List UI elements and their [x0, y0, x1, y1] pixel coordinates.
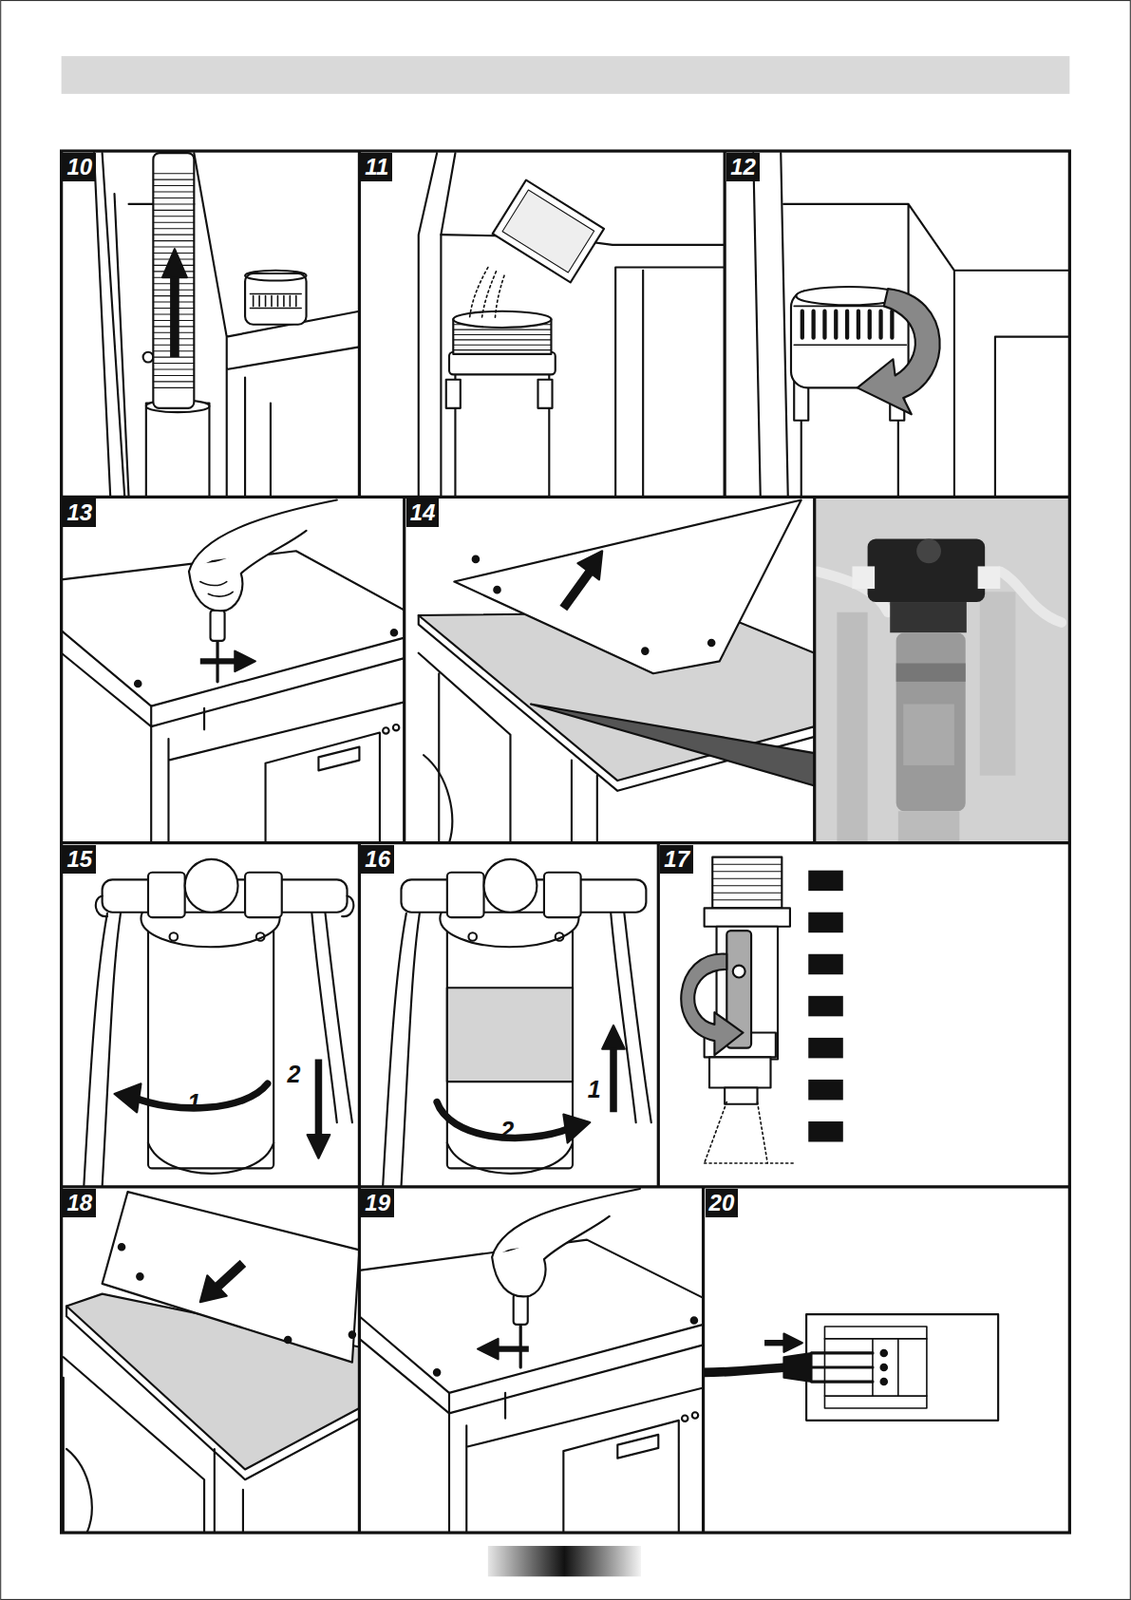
panel-frame: 11 [358, 150, 725, 497]
panel-frame: 18 [60, 1187, 359, 1533]
panel-frame: 17 [658, 843, 1070, 1188]
step-order-number: 1 [587, 1076, 602, 1102]
panel-frame: 20 [703, 1187, 1071, 1533]
screw-removal-illustration [61, 500, 405, 844]
filter-photo [814, 496, 1071, 843]
panel-frame: 10 [60, 150, 359, 497]
footer-bar [488, 1545, 641, 1577]
step-order-number: 2 [500, 1117, 514, 1143]
step-number: 13 [62, 498, 96, 528]
lid-refit-illustration [63, 1191, 360, 1533]
filter-removal-illustration [83, 859, 354, 1188]
panel-frame: 13 [60, 496, 404, 843]
step-order-number: 1 [187, 1090, 201, 1115]
step-order-number: 2 [287, 1061, 302, 1087]
step-number: 17 [659, 845, 694, 874]
valve-illustration [680, 857, 844, 1164]
cap-closing-illustration [753, 152, 1070, 497]
salt-pouring-illustration [418, 152, 725, 497]
panel-frame: 15 [60, 843, 359, 1188]
step-number: 20 [705, 1188, 739, 1218]
panel-frame: 19 [358, 1187, 703, 1533]
screw-refit-illustration [358, 1188, 703, 1533]
panel-grid [61, 150, 1071, 1533]
step-number: 19 [360, 1188, 395, 1218]
hose-illustration [94, 152, 359, 497]
header-bar [61, 56, 1071, 95]
panel-frame: 14 [404, 496, 815, 843]
step-number: 14 [406, 498, 440, 528]
plug-illustration [703, 1314, 1000, 1421]
step-number: 11 [360, 152, 393, 182]
lid-lifting-illustration [418, 500, 815, 844]
filter-install-illustration [382, 859, 652, 1188]
panel-frame: 12 [724, 150, 1070, 497]
step-number: 15 [62, 845, 96, 874]
step-number: 16 [360, 845, 395, 874]
step-number: 18 [62, 1188, 96, 1218]
step-number: 12 [726, 152, 760, 182]
step-number: 10 [62, 152, 96, 182]
